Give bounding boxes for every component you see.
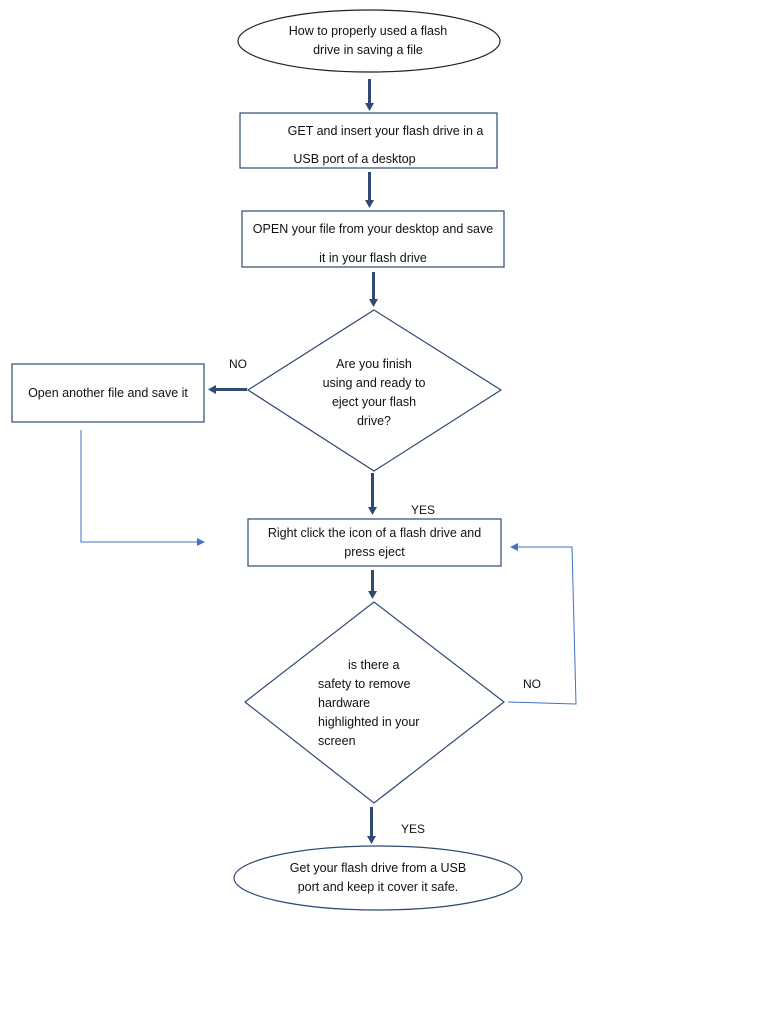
open-line-1: OPEN your file from your desktop and sav… [252, 222, 494, 236]
end-oval [233, 845, 523, 911]
decision-safe-diamond [244, 601, 505, 804]
start-line-2: drive in saving a file [313, 43, 423, 57]
question2-line-2: safety to remove [318, 677, 411, 691]
question1-line-4: drive? [356, 414, 392, 428]
question2-line-3: hardware [318, 696, 371, 710]
insert-line-1: GET and insert your flash drive in a [287, 124, 484, 138]
insert-line-2: USB port of a desktop [293, 152, 416, 166]
another-label: Open another file and save it [12, 384, 204, 403]
eject-line-1: Right click the icon of a flash drive an… [267, 526, 482, 540]
arrow-decision-no-to-another [208, 385, 247, 394]
arrow-open-to-decision [369, 272, 378, 307]
arrow-eject-to-decision [368, 570, 377, 599]
arrow-start-to-insert [365, 79, 374, 111]
edge-label-q1-no: NO [229, 357, 247, 371]
start-oval [237, 9, 501, 73]
question2-line-5: screen [318, 734, 356, 748]
question2-line-4: highlighted in your [318, 715, 420, 729]
question1-line-3: eject your flash [331, 395, 417, 409]
edge-label-q1-yes: YES [411, 503, 436, 517]
open-line-2: it in your flash drive [319, 251, 427, 265]
edge-label-q2-yes: YES [401, 822, 426, 836]
question1-line-1: Are you finish [336, 357, 412, 371]
decision-finished-diamond [246, 309, 503, 472]
open-another-box [11, 363, 205, 423]
question1-line-2: using and ready to [322, 376, 426, 390]
start-line-1: How to properly used a flash [288, 24, 448, 38]
eject-label: Right click the icon of a flash drive an… [250, 524, 499, 562]
start-label: How to properly used a flash drive in sa… [272, 22, 464, 60]
arrow-decision-yes-to-end [367, 807, 376, 844]
open-step-box [241, 210, 505, 268]
another-line-1: Open another file and save it [28, 386, 188, 400]
connector-another-to-eject [80, 430, 205, 546]
eject-step-box [247, 518, 502, 567]
end-line-1: Get your flash drive from a USB [289, 861, 467, 875]
question2-line-1: is there a [348, 658, 400, 672]
open-label: OPEN your file from your desktop and sav… [242, 215, 504, 273]
connector-decision-no-loop [507, 543, 577, 705]
eject-line-2: press eject [344, 545, 405, 559]
insert-step-box [239, 112, 498, 169]
insert-label: GET and insert your flash drive in a USB… [248, 117, 493, 173]
end-line-2: port and keep it cover it safe. [297, 880, 459, 894]
question2-label: is there a safety to remove hardware hig… [318, 656, 448, 751]
arrow-decision-yes-to-eject [368, 473, 377, 515]
question1-label: Are you finish using and ready to eject … [314, 355, 434, 431]
arrow-insert-to-open [365, 172, 374, 208]
edge-label-q2-no: NO [523, 677, 541, 691]
end-label: Get your flash drive from a USB port and… [268, 859, 488, 897]
